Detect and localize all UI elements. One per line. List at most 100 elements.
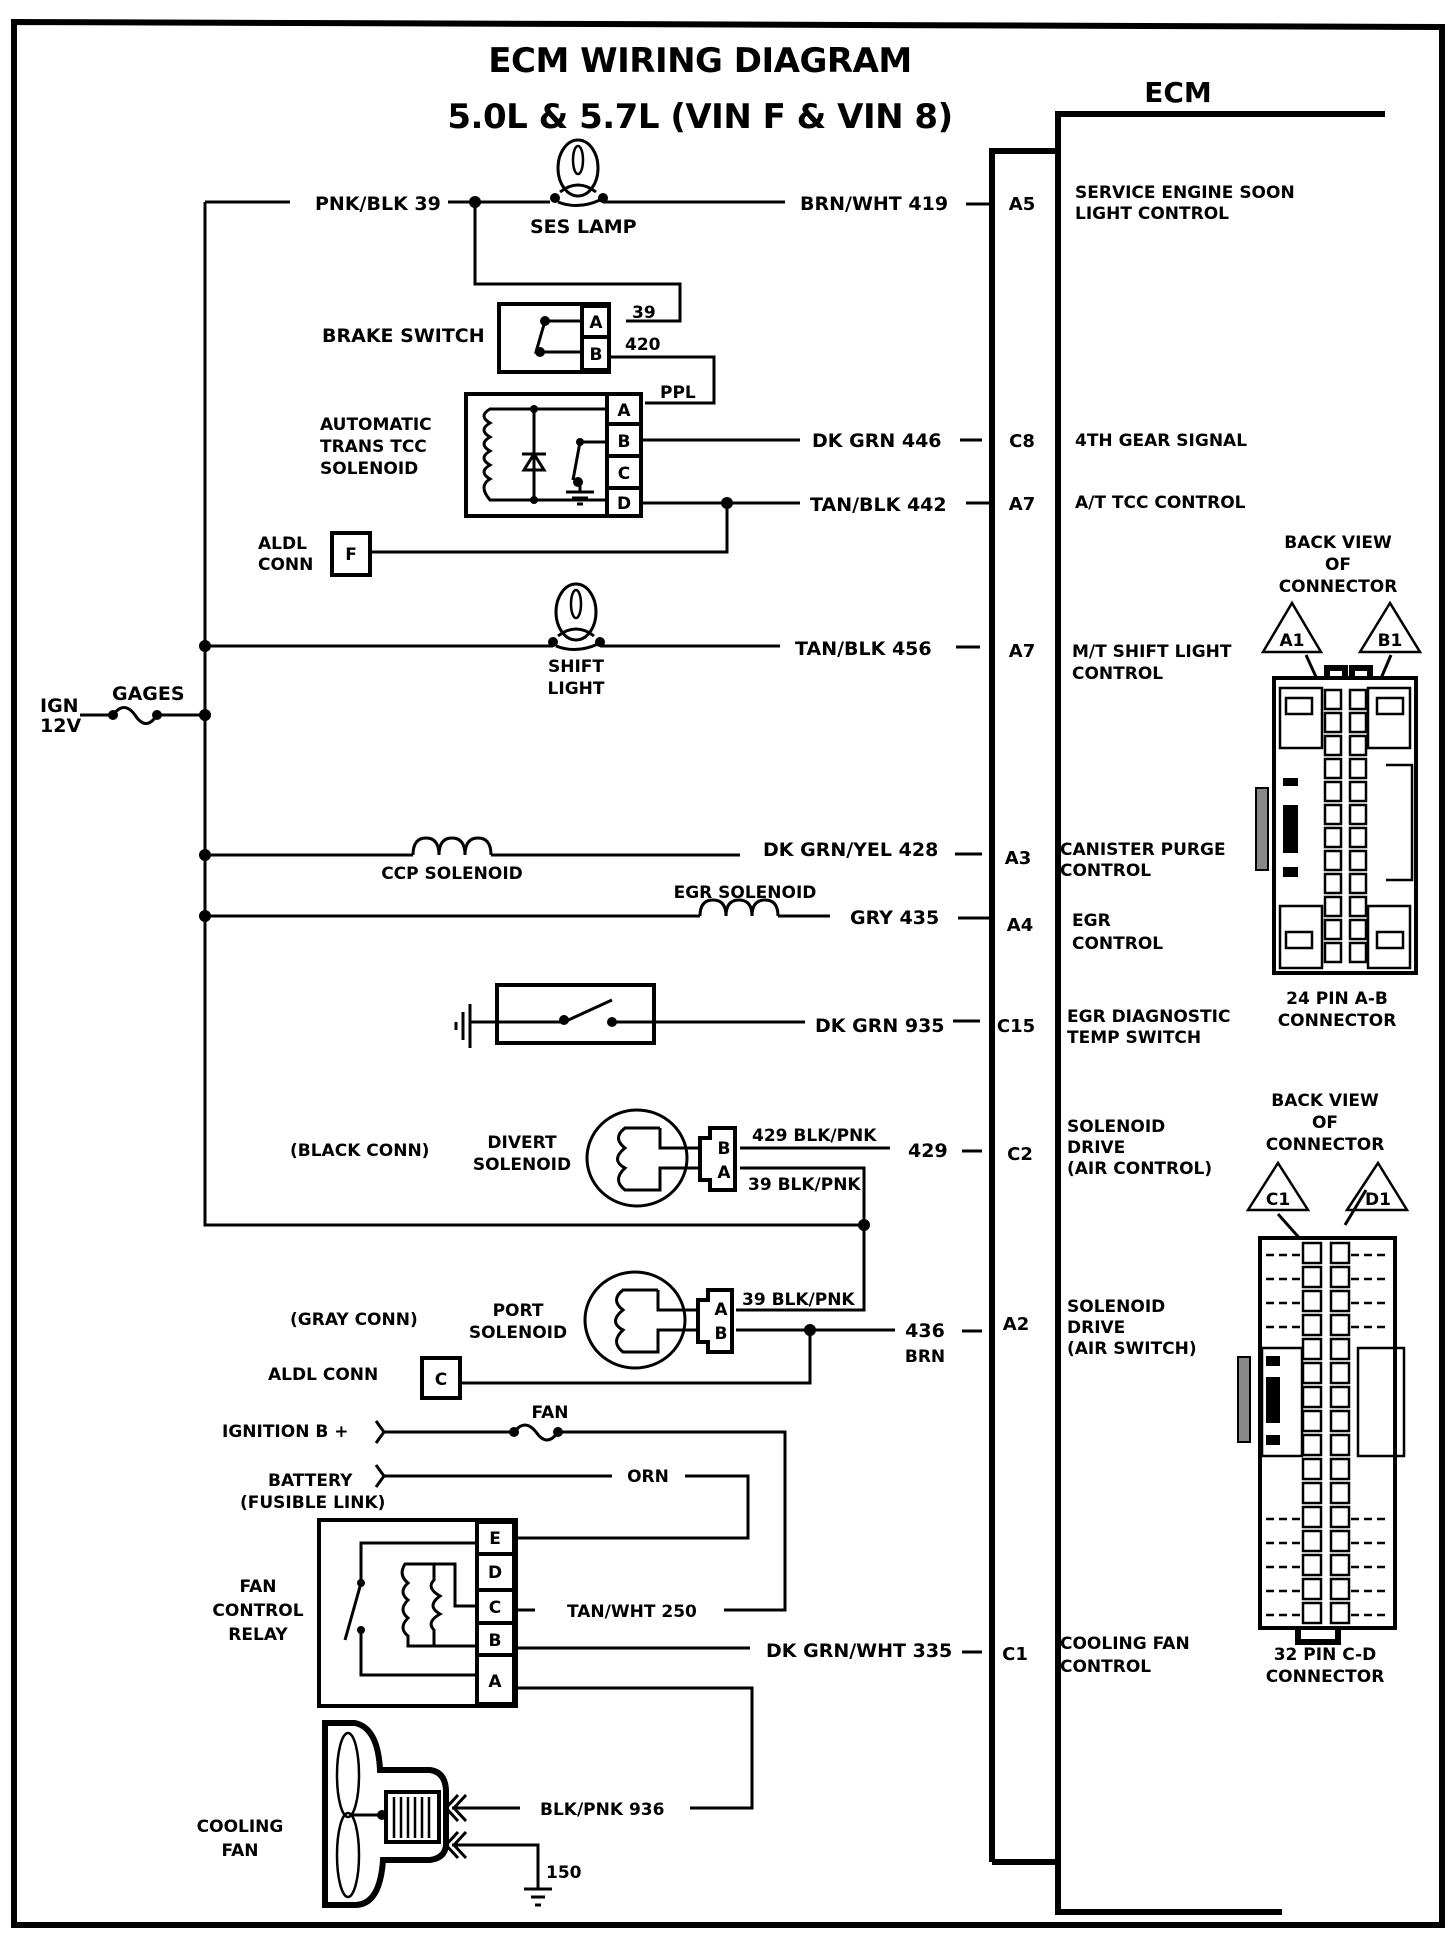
connector-pin-cavity — [1348, 688, 1368, 711]
port-pin-b: B — [715, 1324, 728, 1344]
marker-b1-icon — [1357, 600, 1423, 654]
ecm-function-c1-1: COOLING FAN — [1060, 1634, 1190, 1654]
ecm-function-ses-2: LIGHT CONTROL — [1075, 204, 1229, 224]
connector-pin-cavity — [1301, 1505, 1323, 1529]
ecm-function-egr-diag-2: TEMP SWITCH — [1067, 1028, 1201, 1048]
fan-circuit: IGNITION B + FAN BATTERY (FUSIBLE LINK) … — [197, 1403, 1190, 1908]
connector-pin-cavity — [1329, 1601, 1351, 1625]
connector-pin-cavity — [1348, 803, 1368, 826]
cooling-fan-label-1: COOLING — [197, 1817, 284, 1837]
connector-pin-cavity — [1323, 895, 1343, 918]
ab-pin-grid — [1323, 688, 1368, 964]
ecm-pin-a7-tcc: A7 — [1009, 494, 1035, 515]
ccp-solenoid-label: CCP SOLENOID — [381, 864, 523, 884]
brake-pin-b: B — [590, 345, 603, 365]
divert-conn-label: (BLACK CONN) — [290, 1141, 429, 1161]
connector-pin-cavity — [1301, 1409, 1323, 1433]
wire-label-436: 436 — [905, 1320, 945, 1342]
ecm-pin-c1: C1 — [1002, 1644, 1028, 1665]
connector-pin-cavity — [1329, 1577, 1351, 1601]
diagram-subtitle: 5.0L & 5.7L (VIN F & VIN 8) — [447, 97, 952, 137]
tcc-pin-b: B — [618, 432, 631, 452]
ecm-pin-a7-shift: A7 — [1009, 641, 1035, 662]
connector-pin-cavity — [1323, 734, 1343, 757]
wire-label-tan-blk-442: TAN/BLK 442 — [810, 494, 947, 516]
marker-d1: D1 — [1365, 1190, 1391, 1210]
divert-solenoid: (BLACK CONN) DIVERT SOLENOID B A 429 BLK… — [290, 1108, 1212, 1300]
connector-pin-cavity — [1348, 757, 1368, 780]
wire-label-blk-pnk-936: BLK/PNK 936 — [540, 1800, 664, 1820]
connector-24-pin-ab: BACK VIEW OF CONNECTOR A1 B1 24 PIN A-B … — [1255, 533, 1423, 1031]
connector-pin-cavity — [1329, 1361, 1351, 1385]
port-pin-a: A — [714, 1300, 728, 1320]
port-label-2: SOLENOID — [469, 1323, 567, 1343]
connector-pin-cavity — [1301, 1265, 1323, 1289]
divert-label-2: SOLENOID — [473, 1155, 571, 1175]
ecm-function-shift-1: M/T SHIFT LIGHT — [1072, 642, 1232, 662]
wire-label-150: 150 — [546, 1863, 582, 1883]
ecm-pin-a3: A3 — [1005, 848, 1031, 869]
ses-lamp-icon — [550, 138, 608, 207]
cd-heading-1: BACK VIEW — [1271, 1091, 1379, 1111]
marker-d1-icon — [1344, 1160, 1410, 1212]
relay-pin-b: B — [489, 1631, 502, 1651]
connector-pin-cavity — [1348, 711, 1368, 734]
ses-lamp-label: SES LAMP — [530, 216, 637, 238]
node-dot — [199, 640, 211, 652]
ab-heading-3: CONNECTOR — [1279, 577, 1398, 597]
ecm-function-a2-3: (AIR SWITCH) — [1067, 1339, 1197, 1359]
ecm-pin-a5: A5 — [1009, 194, 1035, 215]
connector-pin-cavity — [1348, 941, 1368, 964]
connector-pin-cavity — [1323, 872, 1343, 895]
ecm-function-shift-2: CONTROL — [1072, 664, 1163, 684]
connector-pin-cavity — [1323, 803, 1343, 826]
wire-label-429: 429 — [908, 1140, 948, 1162]
divert-wire-429: 429 BLK/PNK — [752, 1126, 877, 1146]
connector-pin-cavity — [1329, 1385, 1351, 1409]
ign-voltage-label: 12V — [40, 715, 81, 737]
port-solenoid: (GRAY CONN) PORT SOLENOID A B 39 BLK/PNK… — [290, 1225, 1197, 1385]
ecm-pin-c2: C2 — [1007, 1144, 1033, 1165]
tcc-wire-ppl: PPL — [660, 383, 696, 403]
ecm-function-c2-1: SOLENOID — [1067, 1117, 1165, 1137]
tcc-pin-c: C — [618, 464, 630, 484]
aldl-c-label: ALDL CONN — [268, 1365, 378, 1385]
connector-pin-cavity — [1348, 918, 1368, 941]
ecm-function-egr-diag-1: EGR DIAGNOSTIC — [1067, 1007, 1230, 1027]
relay-contact-icon — [343, 1541, 477, 1677]
ab-heading-2: OF — [1325, 555, 1351, 575]
gages-fuse-icon — [111, 706, 159, 725]
ecm-function-egr-2: CONTROL — [1072, 934, 1163, 954]
fan-fuse-icon — [512, 1423, 560, 1442]
brake-wire-420: 420 — [625, 335, 661, 355]
connector-pin-cavity — [1323, 711, 1343, 734]
connector-pin-cavity — [1301, 1601, 1323, 1625]
relay-pin-c: C — [489, 1598, 501, 1618]
port-label-1: PORT — [493, 1301, 544, 1321]
wire-label-pnk-blk-39: PNK/BLK 39 — [315, 193, 441, 215]
ignition-b-plus-label: IGNITION B + — [222, 1422, 348, 1442]
cd-caption-1: 32 PIN C-D — [1274, 1645, 1377, 1665]
ecm-pin-c15: C15 — [997, 1016, 1035, 1037]
brake-switch: BRAKE SWITCH A B 39 420 — [322, 302, 716, 405]
connector-pin-cavity — [1323, 941, 1343, 964]
marker-c1-icon — [1245, 1160, 1311, 1212]
wire-label-gry-435: GRY 435 — [850, 907, 939, 929]
fusible-link-label: (FUSIBLE LINK) — [240, 1493, 385, 1513]
ecm-pin-a2: A2 — [1003, 1314, 1029, 1335]
egr-coil-icon — [698, 898, 780, 917]
connector-arrow-icon — [374, 1464, 386, 1488]
connector-pin-cavity — [1329, 1529, 1351, 1553]
ecm-function-ccp-1: CANISTER PURGE — [1060, 840, 1226, 860]
marker-a1-icon — [1260, 600, 1324, 654]
connector-pin-cavity — [1348, 872, 1368, 895]
cd-pin-grid — [1266, 1241, 1390, 1625]
temp-switch-icon — [470, 998, 654, 1024]
connector-pin-cavity — [1301, 1529, 1323, 1553]
marker-c1: C1 — [1266, 1190, 1290, 1210]
ecm-function-c2-3: (AIR CONTROL) — [1067, 1159, 1212, 1179]
gages-fuse-label: GAGES — [112, 683, 185, 705]
cd-caption-2: CONNECTOR — [1266, 1667, 1385, 1687]
relay-label-3: RELAY — [228, 1625, 288, 1645]
ecm-function-tcc: A/T TCC CONTROL — [1075, 493, 1246, 513]
